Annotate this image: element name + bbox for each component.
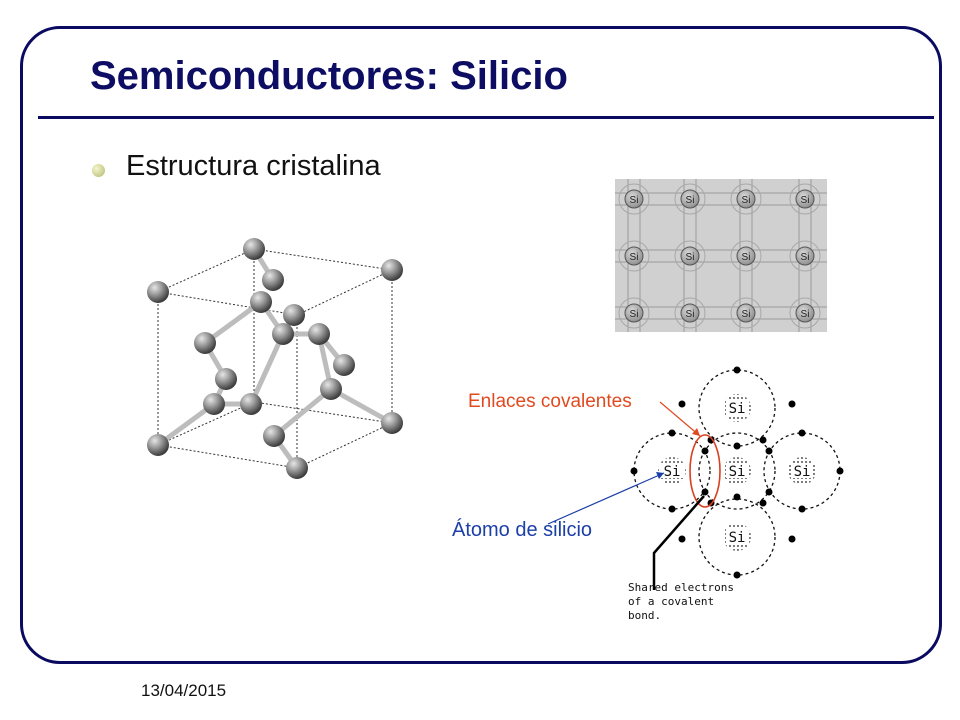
si-atom-label: Si <box>801 195 810 206</box>
si-nucleus-label: Si <box>794 464 811 480</box>
si-atom-label: Si <box>630 252 639 263</box>
atom-sphere <box>147 434 169 456</box>
atom-sphere <box>240 393 262 415</box>
si-atom-icon <box>680 303 700 323</box>
crystal-structure-figure <box>147 238 403 479</box>
atom-sphere <box>320 378 342 400</box>
shared-electron-pointer <box>652 495 705 590</box>
si-atom-label: Si <box>801 252 810 263</box>
slide-frame <box>20 26 942 664</box>
silicon-atom-label: Átomo de silicio <box>452 519 593 541</box>
atom-pointer-arrow <box>547 472 665 525</box>
covalent-bonds-label: Enlaces covalentes <box>468 391 632 412</box>
electrons <box>630 366 844 579</box>
atom-sphere <box>381 259 403 281</box>
si-atom-icon <box>624 303 644 323</box>
si-nucleus-label: Si <box>664 464 681 480</box>
atom-sphere <box>262 269 284 291</box>
si-atom-label: Si <box>801 309 810 320</box>
si-atom-label: Si <box>742 252 751 263</box>
atom-sphere <box>147 281 169 303</box>
si-atom-icon <box>736 189 756 209</box>
covalent-bond-highlight <box>689 434 721 508</box>
slide-date: 13/04/2015 <box>141 681 227 700</box>
si-atom-label: Si <box>742 195 751 206</box>
covalent-pointer-arrow <box>659 401 701 437</box>
silicon-spheres <box>147 238 403 479</box>
title-divider <box>38 116 934 119</box>
atom-sphere <box>381 412 403 434</box>
atom-sphere <box>203 393 225 415</box>
bullet-text: Estructura cristalina <box>126 150 381 182</box>
atom-sphere <box>243 238 265 260</box>
si-nucleus-label: Si <box>729 530 746 546</box>
atom-sphere <box>194 332 216 354</box>
si-atom-icon <box>680 189 700 209</box>
si-atom-icon <box>736 303 756 323</box>
slide-title: Semiconductores: Silicio <box>90 54 568 98</box>
atom-sphere <box>215 368 237 390</box>
si-atom-icon <box>795 246 815 266</box>
atom-sphere <box>283 304 305 326</box>
atom-sphere <box>308 323 330 345</box>
si-atom-label: Si <box>686 195 695 206</box>
si-atom-label: Si <box>630 195 639 206</box>
si-atom-label: Si <box>686 252 695 263</box>
si-atom-icon <box>795 189 815 209</box>
bullet-icon <box>92 164 105 177</box>
si-atom-label: Si <box>630 309 639 320</box>
si-atom-icon <box>680 246 700 266</box>
atom-sphere <box>263 425 285 447</box>
si-atom-icon <box>624 246 644 266</box>
shared-electrons-caption: Shared electrons of a covalent bond. <box>628 581 734 622</box>
cube-edges <box>157 248 393 469</box>
si-nucleus-label: Si <box>729 401 746 417</box>
atom-sphere <box>286 457 308 479</box>
atom-sphere <box>272 323 294 345</box>
si-atom-label: Si <box>742 309 751 320</box>
si-atom-label: Si <box>686 309 695 320</box>
si-atom-icon <box>795 303 815 323</box>
atom-sphere <box>333 354 355 376</box>
si-nucleus-label: Si <box>729 464 746 480</box>
atom-sphere <box>250 291 272 313</box>
si-atom-icon <box>736 246 756 266</box>
si-atom-icon <box>624 189 644 209</box>
